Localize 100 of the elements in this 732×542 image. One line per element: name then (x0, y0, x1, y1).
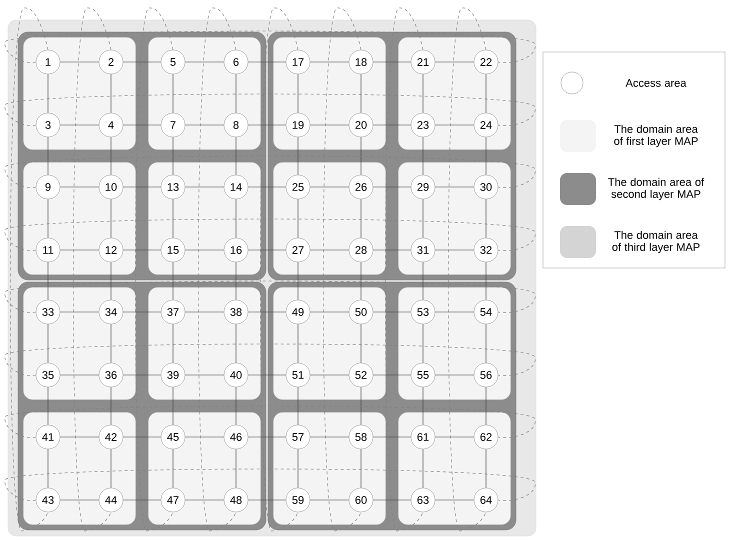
link-line (60, 186, 100, 188)
link-line (422, 448, 424, 488)
access-node: 53 (410, 300, 436, 324)
access-node: 61 (410, 424, 436, 450)
access-node: 51 (286, 362, 310, 388)
access-node: 24 (474, 112, 498, 138)
link-line (310, 124, 350, 126)
link-line (434, 374, 474, 376)
access-node: 63 (410, 488, 436, 512)
link-line (360, 74, 362, 114)
link-line (310, 436, 350, 438)
access-node: 3 (36, 112, 60, 138)
link-line (422, 136, 424, 176)
wrap-link (4, 468, 536, 501)
access-node: 34 (98, 300, 124, 324)
link-line (184, 436, 224, 438)
access-node: 2 (98, 50, 124, 74)
link-line (422, 324, 424, 364)
link-line (122, 186, 162, 188)
access-node: 42 (98, 424, 124, 450)
access-node: 32 (474, 238, 498, 262)
access-node: 26 (348, 174, 374, 200)
access-node: 30 (474, 174, 498, 200)
wrap-link (4, 344, 536, 376)
link-line (360, 262, 362, 300)
access-node: 9 (36, 174, 60, 200)
access-node: 48 (224, 488, 248, 512)
link-line (60, 436, 100, 438)
link-line (184, 124, 224, 126)
access-node: 7 (160, 112, 186, 138)
access-node: 46 (224, 424, 248, 450)
access-node: 23 (410, 112, 436, 138)
link-line (422, 198, 424, 238)
access-node: 22 (474, 50, 498, 74)
link-line (172, 136, 174, 176)
link-line (360, 386, 362, 426)
access-node: 41 (36, 424, 60, 450)
link-line (110, 324, 112, 364)
link-line (372, 374, 412, 376)
link-line (360, 324, 362, 364)
access-node: 8 (224, 112, 248, 138)
link-line (172, 74, 174, 114)
link-line (360, 136, 362, 176)
link-line (122, 124, 162, 126)
link-line (122, 374, 162, 376)
link-line (110, 74, 112, 114)
access-node: 44 (98, 488, 124, 512)
link-line (422, 74, 424, 114)
access-node: 43 (36, 488, 60, 512)
link-line (184, 186, 224, 188)
access-node: 5 (160, 50, 186, 74)
link-line (248, 374, 286, 376)
access-node: 64 (474, 488, 498, 512)
link-line (172, 262, 174, 300)
link-line (422, 386, 424, 426)
link-line (110, 386, 112, 426)
link-line (434, 186, 474, 188)
access-node: 47 (160, 488, 186, 512)
access-node: 18 (348, 50, 374, 74)
wrap-link (4, 156, 536, 188)
access-node: 15 (160, 238, 186, 262)
access-node: 1 (36, 50, 60, 74)
link-line (360, 448, 362, 488)
access-node: 38 (224, 300, 248, 324)
access-node: 49 (286, 300, 310, 324)
link-line (372, 124, 412, 126)
wrap-link (384, 8, 424, 532)
access-node: 39 (160, 362, 186, 388)
access-node: 4 (98, 112, 124, 138)
access-node: 11 (36, 238, 60, 262)
wrap-link (198, 8, 236, 532)
link-line (248, 436, 286, 438)
access-node: 62 (474, 424, 498, 450)
link-line (110, 448, 112, 488)
access-node: 16 (224, 238, 248, 262)
wrap-link (72, 8, 112, 532)
wrap-link (4, 94, 536, 126)
wrap-link (4, 218, 536, 251)
access-node: 33 (36, 300, 60, 324)
link-line (110, 136, 112, 176)
link-line (360, 198, 362, 238)
access-node: 6 (224, 50, 248, 74)
link-line (184, 374, 224, 376)
access-node: 40 (224, 362, 248, 388)
link-line (172, 198, 174, 238)
link-line (248, 186, 286, 188)
wrap-link (4, 280, 536, 313)
access-node: 35 (36, 362, 60, 388)
access-node: 21 (410, 50, 436, 74)
wrap-link (10, 8, 48, 532)
access-node: 29 (410, 174, 436, 200)
access-node: 28 (348, 238, 374, 262)
link-line (248, 124, 286, 126)
legend-text: The domain area of first layer MAP (614, 124, 698, 148)
link-line (422, 262, 424, 300)
access-node: 31 (410, 238, 436, 262)
access-node: 56 (474, 362, 498, 388)
access-node: 55 (410, 362, 436, 388)
link-line (310, 186, 350, 188)
link-line (110, 198, 112, 238)
